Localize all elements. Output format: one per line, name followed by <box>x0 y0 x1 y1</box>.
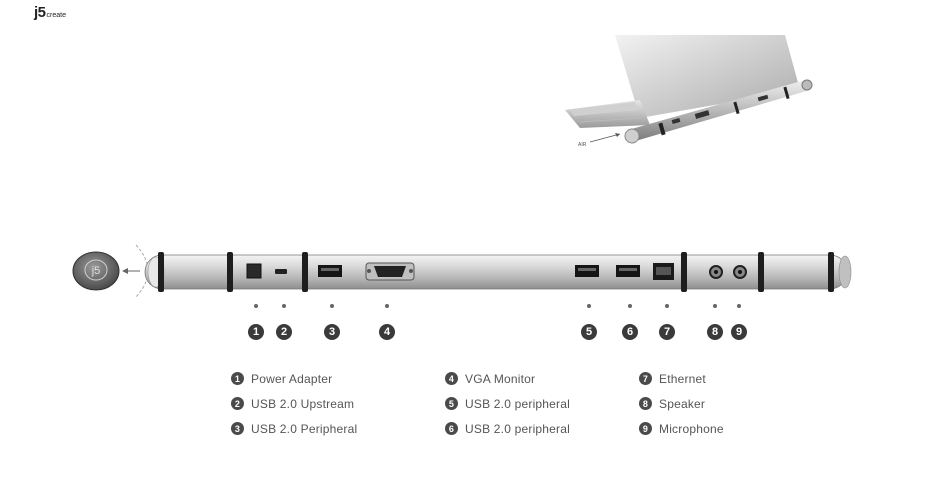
legend-label: VGA Monitor <box>465 372 535 386</box>
legend-label: Power Adapter <box>251 372 332 386</box>
band <box>302 252 308 292</box>
legend-column-1: 1 Power Adapter 2 USB 2.0 Upstream 3 USB 2.… <box>231 366 357 441</box>
port-marker-number: 3 <box>324 324 340 340</box>
legend-number: 2 <box>231 397 244 410</box>
legend-item: 4 VGA Monitor <box>445 366 570 391</box>
legend-number: 4 <box>445 372 458 385</box>
legend-item: 5 USB 2.0 peripheral <box>445 391 570 416</box>
cap-logo: j5 <box>91 265 101 277</box>
legend-number: 7 <box>639 372 652 385</box>
band <box>681 252 687 292</box>
legend-label: USB 2.0 Peripheral <box>251 422 357 436</box>
legend-label: Ethernet <box>659 372 706 386</box>
legend-label: USB 2.0 peripheral <box>465 397 570 411</box>
laptop-with-dock-photo: AIR <box>560 30 820 160</box>
band <box>828 252 834 292</box>
legend-item: 2 USB 2.0 Upstream <box>231 391 357 416</box>
legend-number: 1 <box>231 372 244 385</box>
band <box>158 252 164 292</box>
legend-number: 8 <box>639 397 652 410</box>
power-port <box>247 264 261 278</box>
port-marker-number: 6 <box>622 324 638 340</box>
brand-logo-main: j5 <box>34 4 46 21</box>
legend-item: 9 Microphone <box>639 416 724 441</box>
legend-label: Speaker <box>659 397 705 411</box>
legend-item: 6 USB 2.0 peripheral <box>445 416 570 441</box>
legend-number: 5 <box>445 397 458 410</box>
legend-item: 1 Power Adapter <box>231 366 357 391</box>
legend-label: Microphone <box>659 422 724 436</box>
legend-item: 3 USB 2.0 Peripheral <box>231 416 357 441</box>
legend-number: 3 <box>231 422 244 435</box>
dock-device-illustration: j5 <box>70 235 860 297</box>
legend-item: 8 Speaker <box>639 391 724 416</box>
brand-logo: j5create <box>34 4 66 22</box>
legend-column-3: 7 Ethernet 8 Speaker 9 Microphone <box>639 366 724 441</box>
port-marker-number: 2 <box>276 324 292 340</box>
port-marker-number: 9 <box>731 324 747 340</box>
air-label: AIR <box>578 142 587 148</box>
port-marker-number: 4 <box>379 324 395 340</box>
legend-label: USB 2.0 peripheral <box>465 422 570 436</box>
port-marker-number: 5 <box>581 324 597 340</box>
port-marker-number: 7 <box>659 324 675 340</box>
mini-usb-port <box>275 269 287 274</box>
band <box>758 252 764 292</box>
legend-number: 6 <box>445 422 458 435</box>
band <box>227 252 233 292</box>
laptop-lid <box>615 35 800 118</box>
legend-item: 7 Ethernet <box>639 366 724 391</box>
legend-label: USB 2.0 Upstream <box>251 397 354 411</box>
port-marker-number: 1 <box>248 324 264 340</box>
brand-logo-sub: create <box>47 12 66 19</box>
legend-number: 9 <box>639 422 652 435</box>
port-marker-number: 8 <box>707 324 723 340</box>
